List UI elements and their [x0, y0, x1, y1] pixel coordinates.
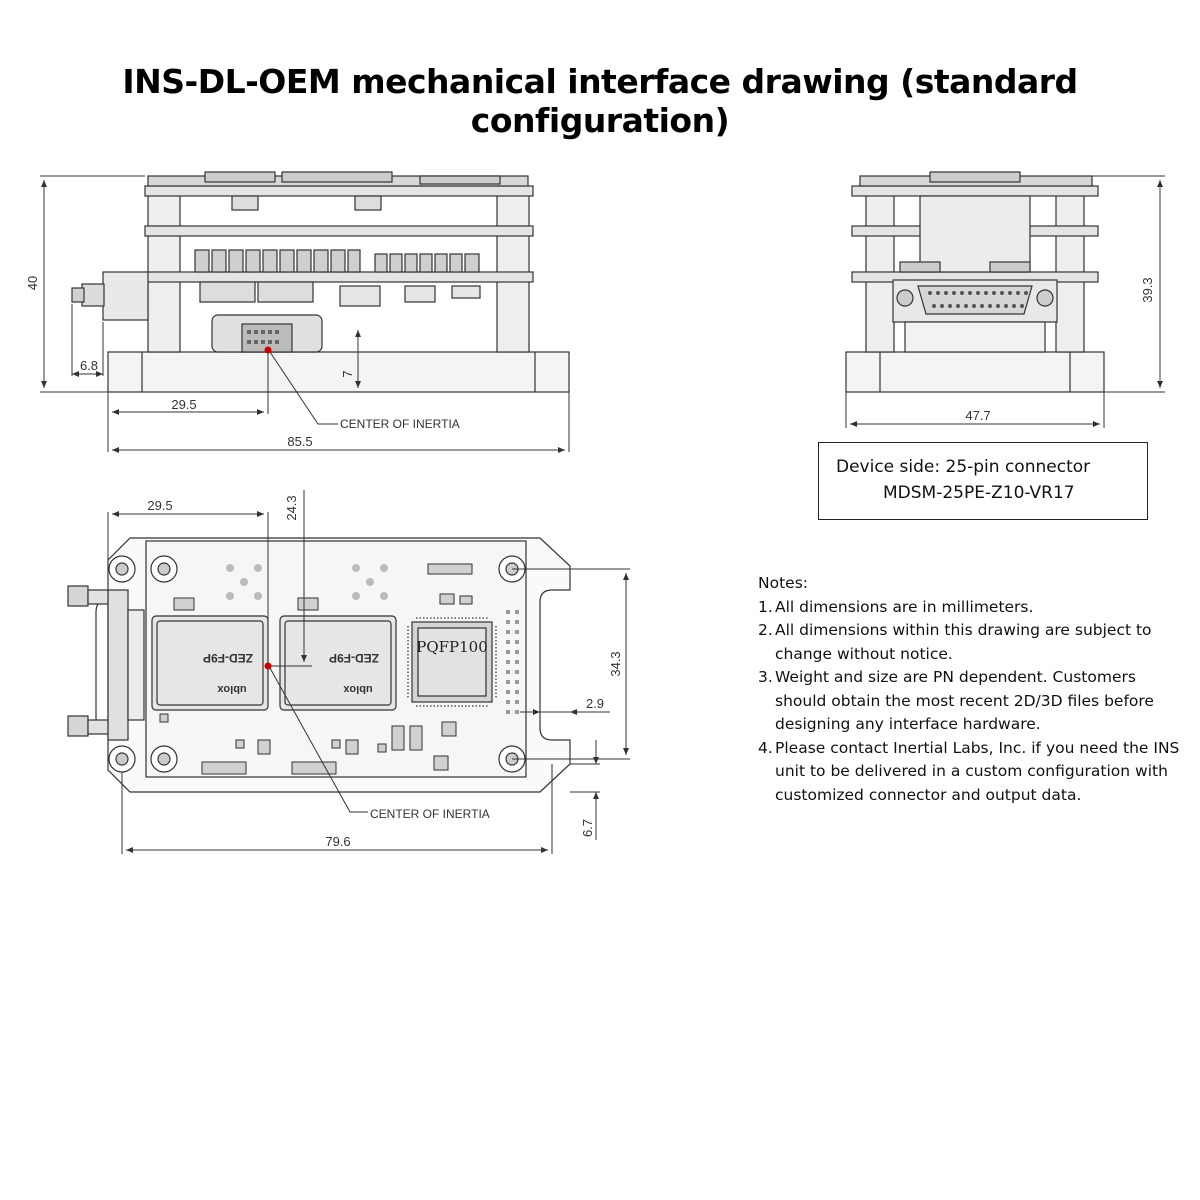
- note-number: 2.: [758, 621, 773, 639]
- connector-part-number: MDSM-25PE-Z10-VR17: [883, 483, 1075, 503]
- page-title: INS-DL-OEM mechanical interface drawing …: [122, 62, 1078, 140]
- side-inertia-label: CENTER OF INERTIA: [340, 417, 460, 431]
- top-cpu-label: PQFP100: [416, 638, 488, 656]
- end-dsub-face: [917, 285, 1033, 315]
- top-view: [67, 537, 571, 793]
- end-height-dim: 39.3: [1140, 277, 1155, 302]
- top-vendor-label-2: ublox: [342, 683, 372, 695]
- top-inertia-marker: [264, 662, 272, 670]
- top-inertia-y-dim: 24.3: [284, 495, 299, 520]
- top-hole-spacing-x-dim: 79.6: [325, 834, 350, 849]
- top-vendor-label-1: ublox: [216, 683, 246, 695]
- top-inertia-label: CENTER OF INERTIA: [370, 807, 490, 821]
- note-item: 4.Please contact Inertial Labs, Inc. if …: [758, 737, 1188, 808]
- end-base-plate: [845, 351, 1105, 393]
- side-length-dim: 85.5: [287, 434, 312, 449]
- side-view: [71, 171, 570, 393]
- side-bottom-board: [144, 271, 534, 283]
- end-width-dim: 47.7: [965, 408, 990, 423]
- top-edge-offset-dim: 6.7: [580, 819, 595, 837]
- end-dimension-lines: [845, 175, 1165, 428]
- note-text: All dimensions within this drawing are s…: [775, 621, 1152, 663]
- connector-info-line-1: Device side: 25-pin connector: [836, 457, 1091, 477]
- side-connector-offset-dim: 6.8: [80, 358, 98, 373]
- top-gnss-label-1: ZED-F9P: [203, 651, 253, 665]
- notes-heading: Notes:: [758, 574, 808, 592]
- note-item: 1.All dimensions are in millimeters.: [758, 596, 1188, 620]
- top-dimension-lines: [107, 490, 630, 854]
- side-base-plate: [107, 351, 570, 393]
- note-number: 4.: [758, 738, 773, 757]
- top-hole-spacing-y-dim: 34.3: [608, 651, 623, 676]
- note-text: All dimensions are in millimeters.: [775, 597, 1034, 616]
- side-inertia-x-dim: 29.5: [171, 397, 196, 412]
- note-text: Please contact Inertial Labs, Inc. if yo…: [775, 738, 1180, 804]
- note-text: Weight and size are PN dependent. Custom…: [775, 668, 1154, 733]
- side-connector: [102, 271, 149, 321]
- side-height-dim: 40: [25, 276, 40, 290]
- note-item: 2.All dimensions within this drawing are…: [758, 619, 1188, 666]
- top-gnss-module-2: [279, 615, 397, 711]
- top-slot-offset-dim: 2.9: [586, 696, 604, 711]
- side-standoff-left: [147, 189, 181, 353]
- note-item: 3.Weight and size are PN dependent. Cust…: [758, 666, 1188, 737]
- top-dsub-connector: [107, 589, 129, 741]
- top-inertia-x-dim: 29.5: [147, 498, 172, 513]
- top-gnss-label-2: ZED-F9P: [329, 651, 379, 665]
- side-standoff-right: [496, 189, 530, 353]
- side-top-board: [144, 185, 534, 197]
- note-number: 1.: [758, 597, 773, 616]
- connector-info-box: Device side: 25-pin connector MDSM-25PE-…: [818, 442, 1148, 520]
- side-inertia-marker: [264, 346, 272, 354]
- note-number: 3.: [758, 668, 773, 686]
- side-inertia-z-dim: 7: [340, 370, 355, 377]
- side-dimension-lines: [40, 175, 570, 453]
- notes-section: Notes: 1.All dimensions are in millimete…: [758, 572, 1188, 807]
- side-middle-board: [144, 225, 534, 237]
- end-view: [845, 171, 1105, 393]
